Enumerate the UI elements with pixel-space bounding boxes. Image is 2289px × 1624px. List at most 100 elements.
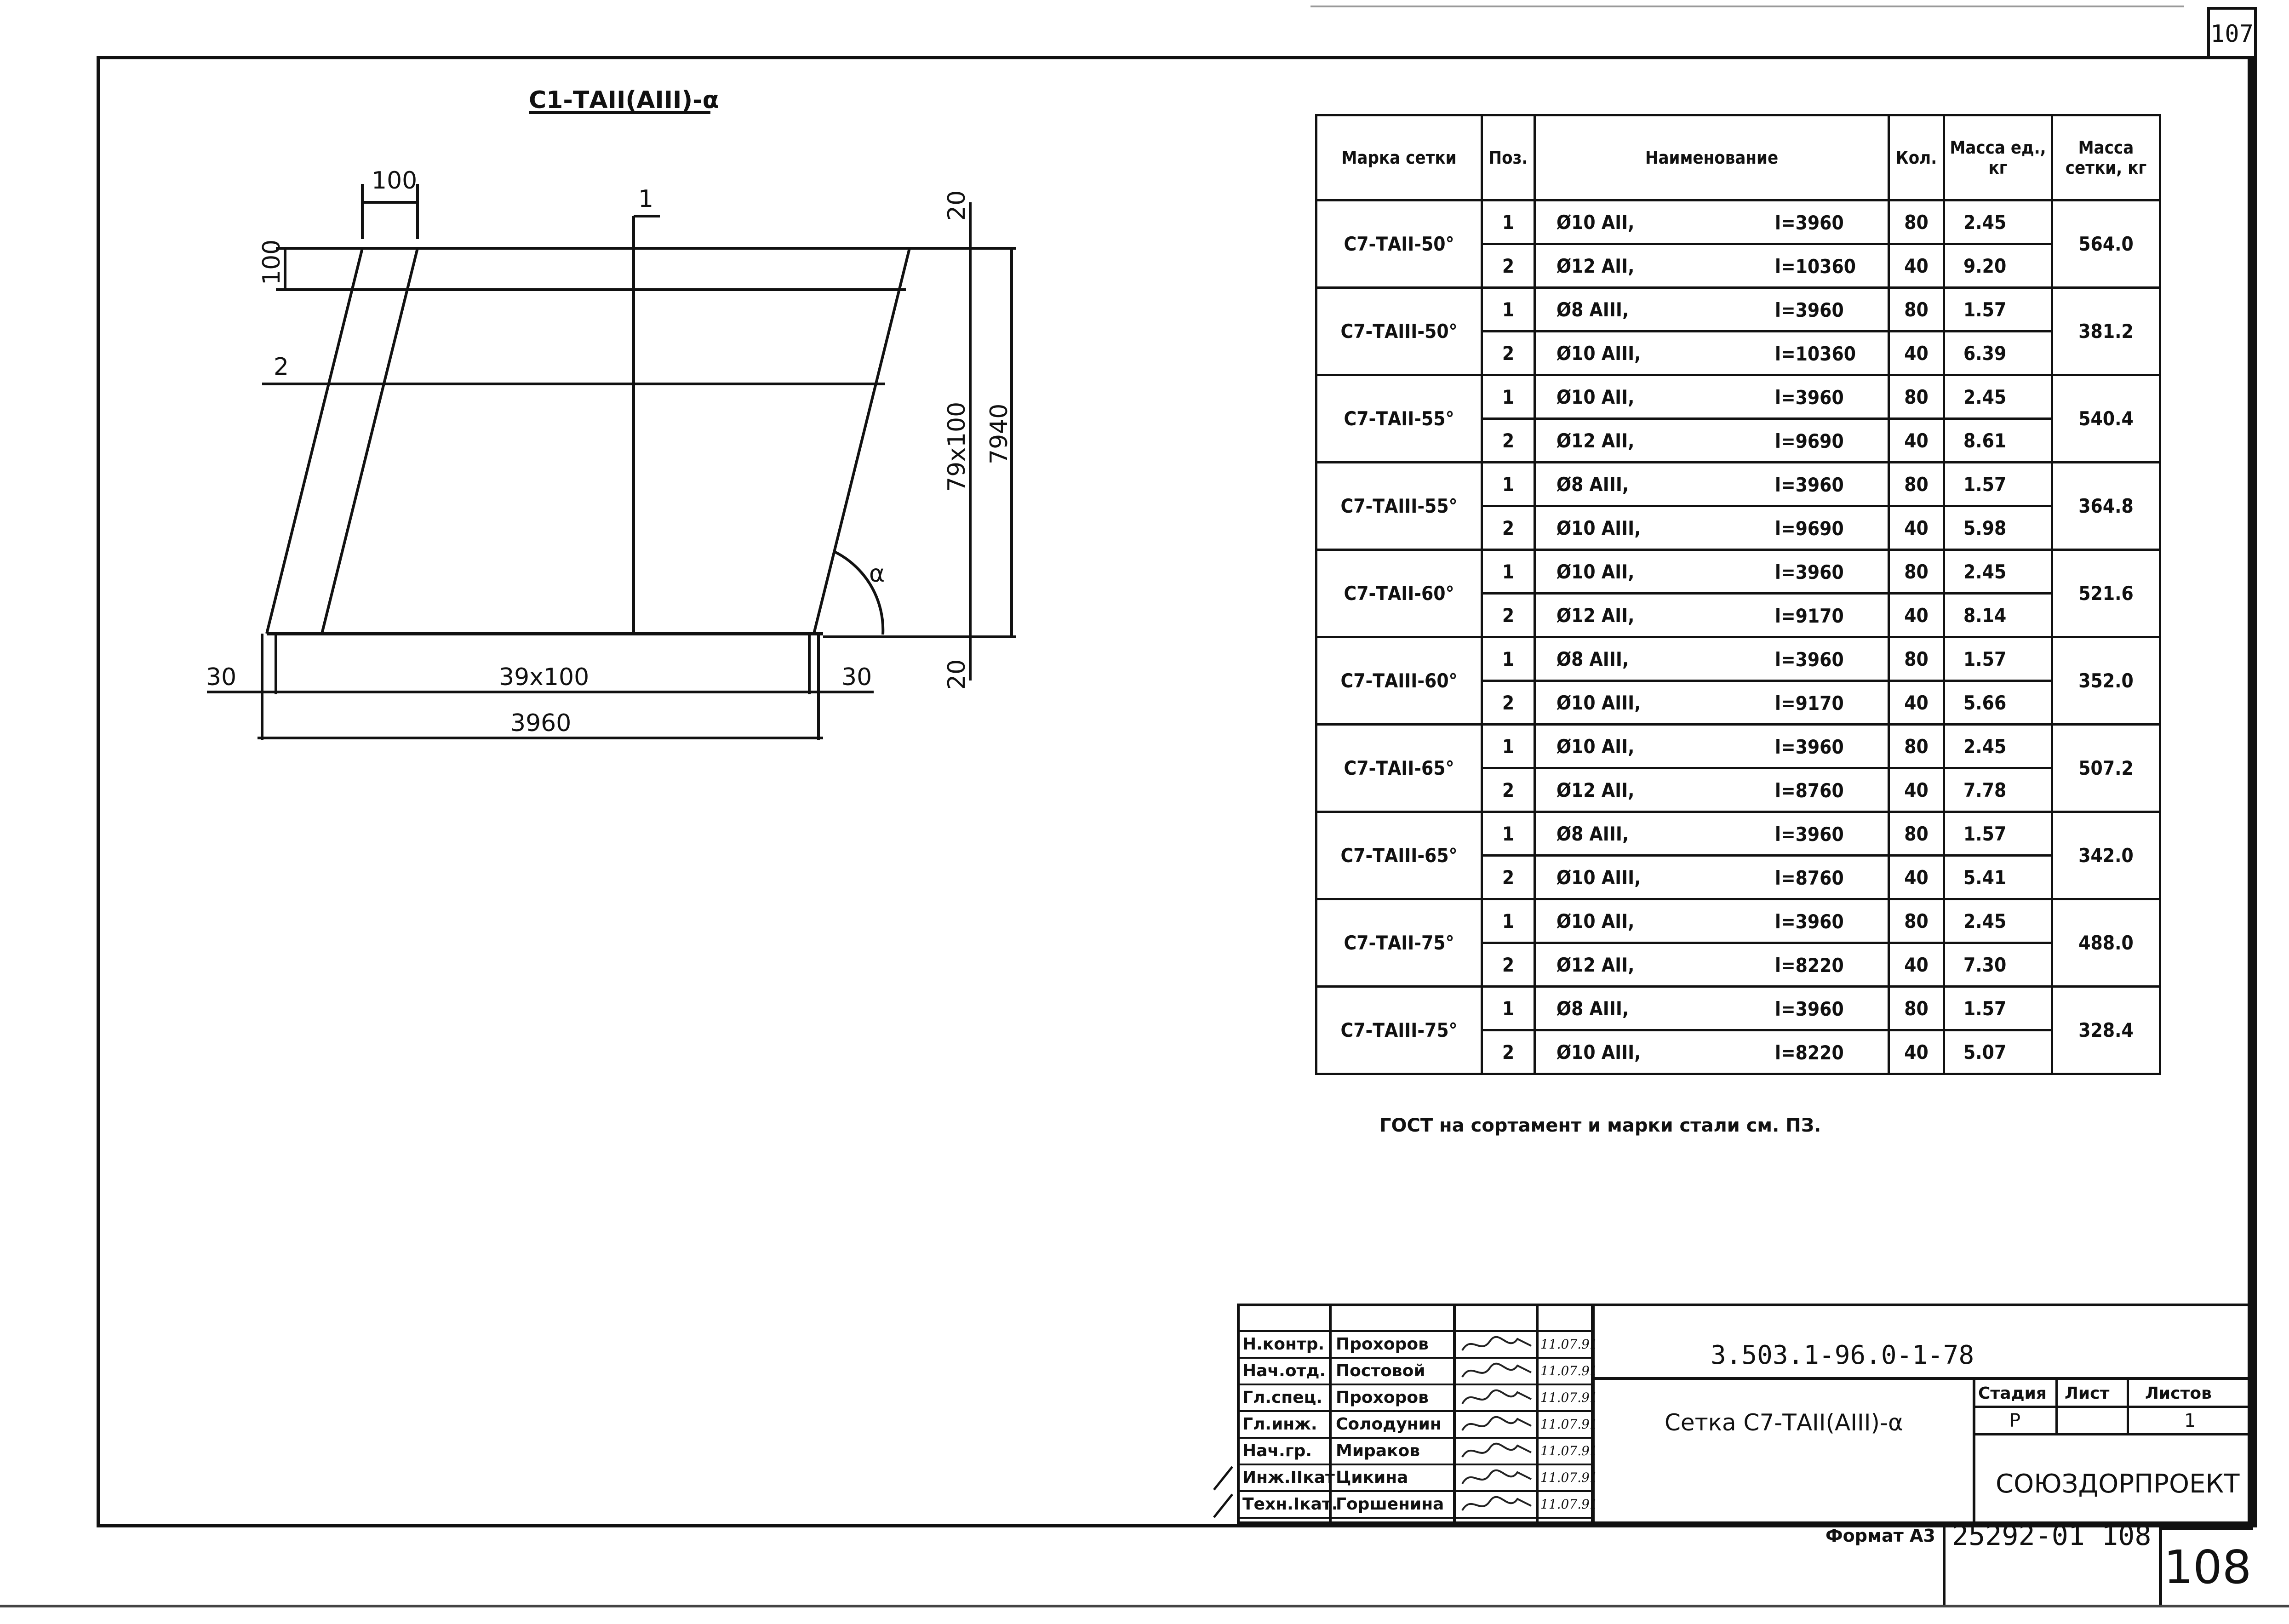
rebar-length: l=3960 <box>1775 474 1844 496</box>
quantity: 40 <box>1888 417 1945 463</box>
title-block: 3.503.1-96.0-1-78 Сетка С7-ТАII(АIII)-α … <box>1237 1304 2251 1524</box>
rebar-spec: Ø10 АIII, <box>1557 516 1641 539</box>
signature-icon <box>1461 1442 1532 1458</box>
stamp-row-line <box>1237 1384 1593 1385</box>
quantity: 80 <box>1888 374 1945 420</box>
dim-bottom-20: 20 <box>943 659 971 690</box>
stamp-role: Нач.гр. <box>1242 1441 1312 1460</box>
rebar-length: l=9170 <box>1775 605 1844 627</box>
angle-label: α <box>869 560 885 588</box>
rebar-length: l=8220 <box>1775 1041 1844 1064</box>
rebar-spec: Ø10 АII, <box>1557 909 1635 932</box>
mesh-mass: 352.0 <box>2051 636 2161 726</box>
organization: СОЮЗДОРПРОЕКТ <box>1996 1469 2240 1499</box>
quantity: 40 <box>1888 1029 1945 1075</box>
unit-mass: 2.45 <box>1943 549 2053 595</box>
unit-mass: 6.39 <box>1943 330 2053 376</box>
bottom-rule <box>0 1605 2289 1607</box>
rebar-length: l=3960 <box>1775 648 1844 671</box>
rebar-spec: Ø10 АII, <box>1557 560 1635 583</box>
unit-mass: 5.66 <box>1943 680 2053 726</box>
item-name: Ø8 АIII,l=3960 <box>1534 286 1890 332</box>
mesh-mass: 507.2 <box>2051 723 2161 813</box>
header-name: Наименование <box>1534 114 1890 201</box>
dim-step-left: 100 <box>258 240 286 285</box>
format-label: Формат А3 <box>1825 1526 1935 1546</box>
quantity: 80 <box>1888 286 1945 332</box>
position: 1 <box>1481 723 1536 769</box>
dim-left-30: 30 <box>206 663 236 691</box>
dim-vertical-steps: 79х100 <box>943 402 971 492</box>
stamp-row-line <box>1237 1357 1593 1359</box>
sheets-value: 1 <box>2184 1410 2196 1431</box>
sheet-number-bottom: 108 <box>2159 1527 2253 1605</box>
position: 2 <box>1481 592 1536 638</box>
rebar-spec: Ø12 АII, <box>1557 953 1635 976</box>
stamp-role: Нач.отд. <box>1242 1361 1326 1380</box>
rebar-spec: Ø8 АIII, <box>1557 997 1629 1020</box>
mesh-mass: 564.0 <box>2051 199 2161 289</box>
mesh-mass: 521.6 <box>2051 549 2161 638</box>
unit-mass: 8.14 <box>1943 592 2053 638</box>
frame-right-edge <box>2251 56 2257 1527</box>
position: 1 <box>1481 636 1536 682</box>
stage-label: Стадия <box>1978 1384 2047 1403</box>
signature-icon <box>1461 1389 1532 1405</box>
unit-mass: 5.41 <box>1943 854 2053 900</box>
item-name: Ø12 АII,l=8220 <box>1534 942 1890 988</box>
stamp-date: 11.07.91 <box>1540 1443 1598 1458</box>
unit-mass: 5.98 <box>1943 505 2053 551</box>
unit-mass: 9.20 <box>1943 243 2053 289</box>
mesh-mass: 342.0 <box>2051 811 2161 900</box>
rebar-length: l=3960 <box>1775 561 1844 583</box>
rebar-length: l=8760 <box>1775 867 1844 889</box>
drawing-title: С1-ТАII(АIII)-α <box>529 86 719 114</box>
dim-step-top: 100 <box>372 167 417 194</box>
mesh-mark: С7-ТАII-55° <box>1315 374 1483 463</box>
quantity: 40 <box>1888 330 1945 376</box>
mesh-mass: 488.0 <box>2051 898 2161 988</box>
item-name: Ø8 АIII,l=3960 <box>1534 636 1890 682</box>
signature-icon <box>1461 1336 1532 1351</box>
mesh-mass: 540.4 <box>2051 374 2161 463</box>
item-name: Ø12 АII,l=9170 <box>1534 592 1890 638</box>
mesh-mark: С7-ТАII-50° <box>1315 199 1483 289</box>
rebar-spec: Ø12 АII, <box>1557 254 1635 277</box>
unit-mass: 7.30 <box>1943 942 2053 988</box>
position: 2 <box>1481 330 1536 376</box>
rebar-spec: Ø10 АII, <box>1557 385 1635 408</box>
stamp-role: Гл.спец. <box>1242 1388 1322 1407</box>
unit-mass: 2.45 <box>1943 898 2053 944</box>
quantity: 80 <box>1888 985 1945 1031</box>
position: 1 <box>1481 461 1536 507</box>
mesh-mark: С7-ТАII-60° <box>1315 549 1483 638</box>
dim-right-30: 30 <box>841 663 872 691</box>
position: 2 <box>1481 680 1536 726</box>
stamp-person: Цикина <box>1336 1468 1408 1487</box>
stamp-person: Солодунин <box>1336 1415 1442 1434</box>
stamp-slashes <box>1213 1466 1233 1518</box>
rebar-length: l=3960 <box>1775 998 1844 1020</box>
sheet-label: Лист <box>2065 1384 2110 1403</box>
stamp-row-line <box>1237 1490 1593 1492</box>
signature-icon <box>1461 1362 1532 1378</box>
item-name: Ø10 АIII,l=8220 <box>1534 1029 1890 1075</box>
item-name: Ø10 АII,l=3960 <box>1534 898 1890 944</box>
quantity: 40 <box>1888 854 1945 900</box>
rebar-spec: Ø12 АII, <box>1557 429 1635 452</box>
position: 1 <box>1481 811 1536 857</box>
unit-mass: 2.45 <box>1943 374 2053 420</box>
position: 1 <box>1481 286 1536 332</box>
rebar-length: l=9690 <box>1775 430 1844 452</box>
mesh-mark: С7-ТАIII-55° <box>1315 461 1483 551</box>
header-mass-unit: Масса ед., кг <box>1943 114 2053 201</box>
mesh-mark: С7-ТАIII-50° <box>1315 286 1483 376</box>
rebar-length: l=10360 <box>1775 255 1856 278</box>
